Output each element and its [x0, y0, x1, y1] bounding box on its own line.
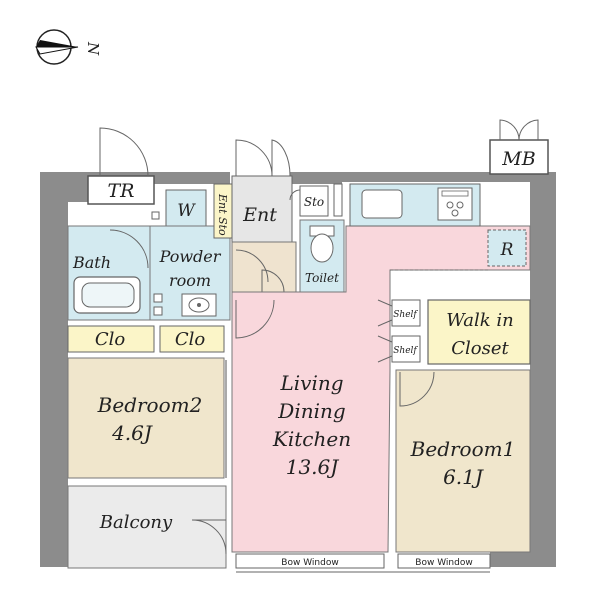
entrance-storage-label: Ent Sto [216, 193, 229, 236]
closet-left [67, 325, 155, 353]
powder-room-label-2: room [169, 271, 211, 290]
trunk-room [87, 175, 155, 205]
closet-right [159, 325, 225, 353]
bow-window-ldk [235, 553, 385, 569]
kitchen-sink-icon [361, 189, 403, 219]
ldk-label-1: Living [279, 371, 343, 395]
toilet-label: Toilet [305, 271, 339, 285]
trunk-room-label: TR [108, 180, 135, 202]
closet-right-label: Clo [175, 329, 206, 350]
balcony-label: Balcony [99, 512, 173, 533]
mb-double-door [499, 119, 539, 141]
shelf-lower [391, 335, 421, 363]
closet-left-label: Clo [95, 329, 126, 350]
north-arrow-icon [35, 29, 79, 65]
bedroom1-size: 6.1J [443, 465, 484, 489]
bedroom2-label: Bedroom2 [97, 393, 203, 417]
bedroom1 [395, 369, 531, 553]
meter-box-label: MB [501, 148, 535, 170]
north-label: N [84, 41, 102, 56]
entrance [231, 175, 293, 243]
walk-in-closet [427, 299, 531, 365]
storage [299, 185, 329, 217]
bow-window-bedroom1-label: Bow Window [415, 558, 472, 568]
shelf-upper-label: Shelf [393, 310, 418, 320]
storage-label: Sto [304, 195, 324, 209]
ldk-label-2: Dining [277, 399, 345, 423]
meter-box [489, 139, 549, 175]
bedroom1-label: Bedroom1 [410, 437, 516, 461]
shelf-upper [391, 299, 421, 327]
refrigerator-space [487, 229, 527, 267]
ldk-label-3: Kitchen [272, 427, 351, 451]
toilet-icon [309, 225, 335, 263]
washer-label: W [177, 201, 196, 221]
sink-icon [181, 293, 217, 317]
powder-room-label-1: Powder [159, 247, 222, 266]
bath-label: Bath [72, 253, 111, 272]
tr-door [99, 127, 149, 177]
entrance-door [235, 139, 273, 177]
living-dining-kitchen [231, 225, 531, 553]
refrigerator-label: R [500, 240, 514, 260]
entrance-label: Ent [242, 204, 277, 226]
ldk-size: 13.6J [286, 455, 340, 479]
bedroom2-size: 4.6J [111, 421, 153, 445]
balcony [67, 485, 227, 569]
walk-in-closet-label-1: Walk in [446, 310, 513, 331]
shelf-lower-label: Shelf [393, 346, 418, 356]
bow-window-ldk-label: Bow Window [281, 558, 338, 568]
walk-in-closet-label-2: Closet [451, 338, 509, 359]
bow-window-bedroom1 [397, 553, 491, 569]
stove-icon [437, 187, 473, 221]
bedroom2 [67, 357, 225, 479]
bathtub-icon [73, 276, 141, 314]
